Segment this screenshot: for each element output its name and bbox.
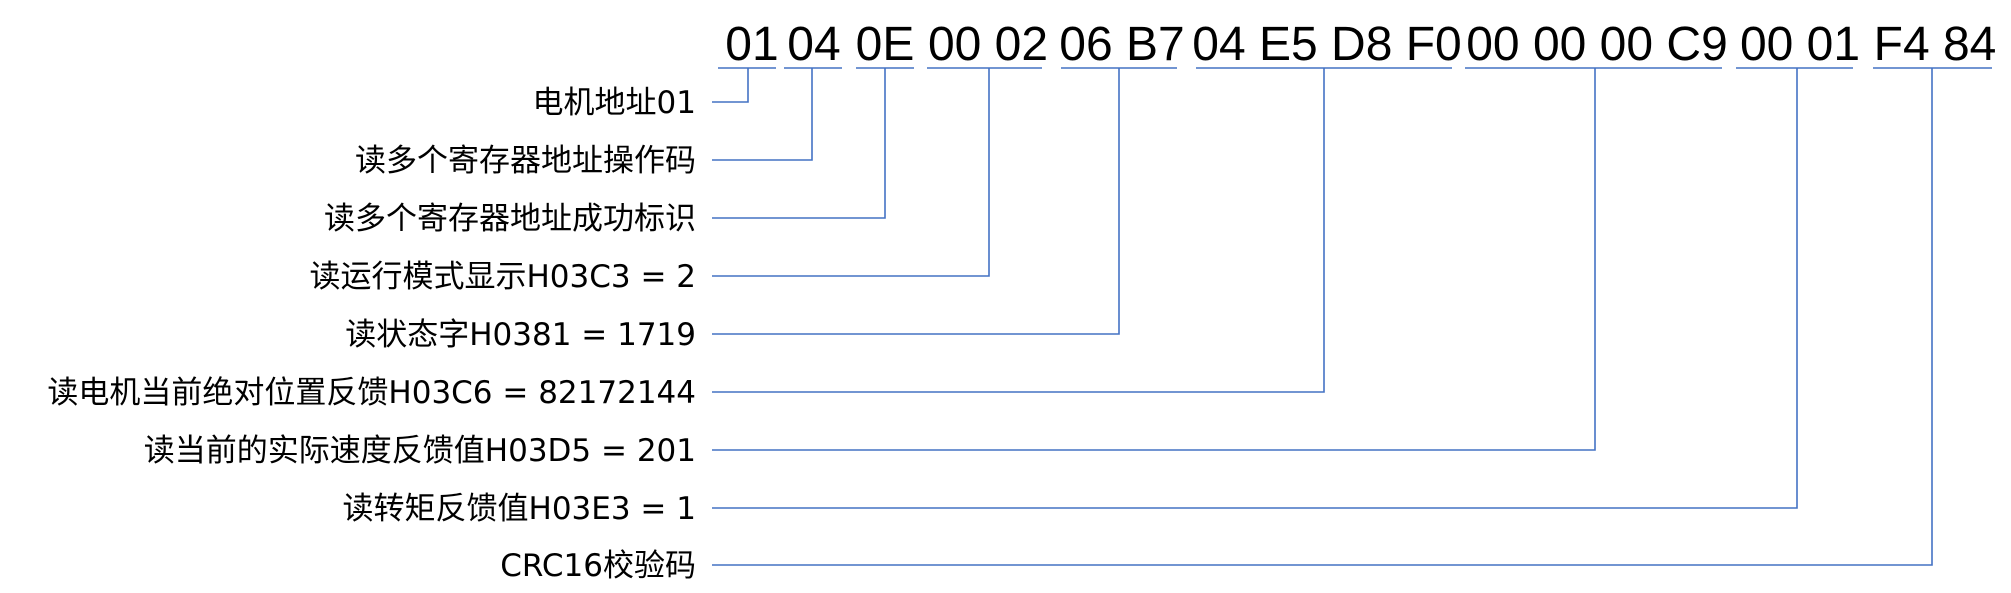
leader-status-word [712, 68, 1120, 335]
leader-run-mode [712, 68, 990, 277]
label-torque-feedback: 读转矩反馈值H03E3 = 1 [343, 491, 696, 527]
byte-group-status-word: 06 B7 [1059, 18, 1184, 71]
byte-group-run-mode: 00 02 [928, 18, 1048, 71]
byte-group-function-code: 04 [787, 18, 840, 71]
byte-group-address: 01 [725, 18, 778, 71]
label-position-feedback: 读电机当前绝对位置反馈H03C6 = 82172144 [47, 375, 696, 411]
label-run-mode: 读运行模式显示H03C3 = 2 [309, 259, 696, 295]
byte-group-torque-feedback: 00 01 [1740, 18, 1860, 71]
label-function-code: 读多个寄存器地址操作码 [355, 143, 696, 179]
byte-group-speed-feedback: 00 00 00 C9 [1466, 18, 1728, 71]
label-speed-feedback: 读当前的实际速度反馈值H03D5 = 201 [144, 433, 696, 469]
label-address: 电机地址01 [533, 85, 696, 121]
leader-speed-feedback [712, 68, 1596, 451]
leader-position-feedback [712, 68, 1325, 393]
byte-group-byte-count: 0E [856, 18, 915, 71]
leader-crc [712, 68, 1933, 566]
label-byte-count: 读多个寄存器地址成功标识 [324, 201, 696, 237]
byte-group-crc: F4 84 [1874, 18, 1997, 71]
label-status-word: 读状态字H0381 = 1719 [345, 317, 696, 353]
byte-group-position-feedback: 04 E5 D8 F0 [1192, 18, 1461, 71]
leader-byte-count [712, 68, 886, 219]
leader-function-code [712, 68, 813, 161]
leader-torque-feedback [712, 68, 1798, 509]
label-crc: CRC16校验码 [500, 548, 696, 584]
leader-address [712, 68, 749, 103]
